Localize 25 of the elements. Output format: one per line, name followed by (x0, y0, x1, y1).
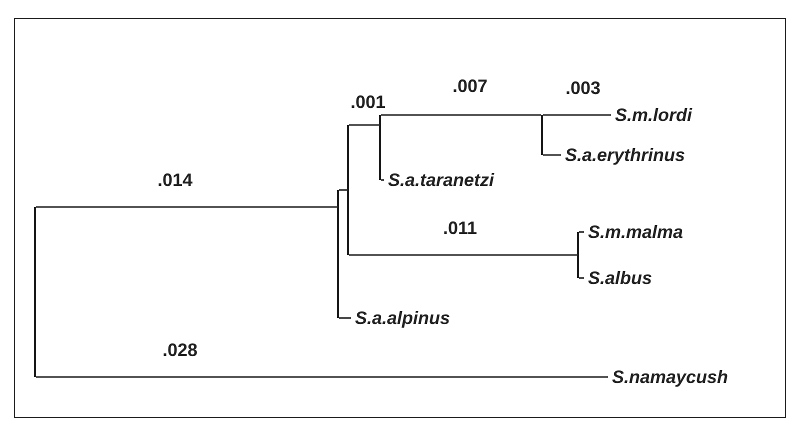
branch-length-label: .001 (350, 92, 386, 112)
branch-line (36, 206, 337, 208)
branch-line (36, 376, 608, 378)
branch-length-label: .011 (442, 218, 478, 238)
branch-length-label: .028 (162, 340, 198, 360)
branch-line (579, 231, 584, 233)
taxon-label: S.albus (588, 268, 652, 288)
taxon-label: S.a.erythrinus (565, 145, 686, 165)
branch-line (543, 114, 611, 116)
branch-length-label: .003 (565, 78, 601, 98)
branch-line (579, 277, 584, 279)
branch-line (339, 189, 347, 191)
branch-line (349, 254, 577, 256)
taxon-label: S.m.lordi (615, 105, 692, 125)
taxon-label: S.m.malma (588, 222, 684, 242)
taxon-label: S.a.taranetzi (388, 170, 494, 190)
branch-line (543, 154, 561, 156)
taxon-label: S.a.alpinus (355, 308, 450, 328)
branch-line (349, 124, 379, 126)
branch-length-label: .014 (157, 170, 193, 190)
branch-length-label: .007 (452, 76, 488, 96)
branch-line (339, 317, 351, 319)
taxon-label: S.namaycush (612, 367, 728, 387)
branch-line (381, 114, 541, 116)
branch-line (381, 179, 384, 181)
